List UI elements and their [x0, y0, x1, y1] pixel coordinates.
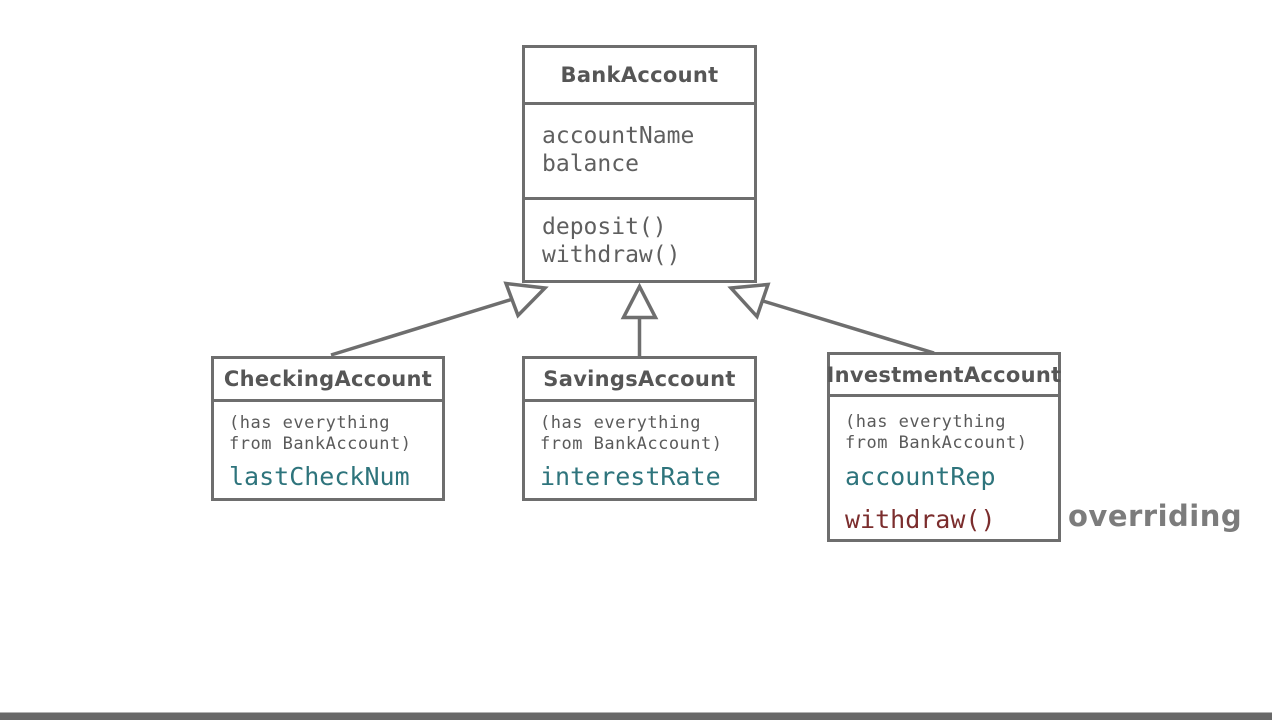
class-box-bankaccount: BankAccount accountName balance deposit(… [522, 45, 757, 283]
class-title: BankAccount [525, 48, 754, 105]
class-box-checkingaccount: CheckingAccount (has everything from Ban… [211, 356, 445, 501]
class-title: CheckingAccount [214, 359, 442, 402]
method: withdraw() [542, 242, 681, 268]
attribute: accountName [542, 123, 695, 149]
inheritance-note: (has everything from BankAccount) [229, 413, 412, 454]
inheritance-arrowhead-icon [503, 281, 549, 319]
class-body: (has everything from BankAccount) intere… [525, 402, 754, 491]
attributes-section: accountName balance [525, 105, 754, 200]
class-box-investmentaccount: InvestmentAccount (has everything from B… [827, 352, 1061, 542]
class-box-savingsaccount: SavingsAccount (has everything from Bank… [522, 356, 757, 501]
method: deposit() [542, 214, 667, 240]
inheritance-arrowhead-icon [727, 282, 771, 320]
attribute: lastCheckNum [229, 462, 410, 491]
attribute: balance [542, 151, 639, 177]
inheritance-note: (has everything from BankAccount) [845, 412, 1028, 453]
annotation-overriding: overriding [1068, 499, 1243, 533]
class-title: SavingsAccount [525, 359, 754, 402]
attribute: accountRep [845, 462, 996, 491]
inheritance-line-checking [330, 297, 514, 357]
inheritance-note: (has everything from BankAccount) [540, 413, 723, 454]
class-title: InvestmentAccount [827, 355, 1061, 397]
class-body: (has everything from BankAccount) lastCh… [214, 402, 442, 491]
video-letterbox-bar [0, 712, 1272, 720]
attribute: interestRate [540, 462, 721, 491]
overridden-method: withdraw() [845, 505, 996, 534]
methods-section: deposit() withdraw() [525, 200, 754, 269]
class-body: (has everything from BankAccount) accoun… [830, 397, 1058, 534]
inheritance-line-investment [762, 299, 935, 355]
inheritance-arrowhead-icon [620, 282, 659, 320]
